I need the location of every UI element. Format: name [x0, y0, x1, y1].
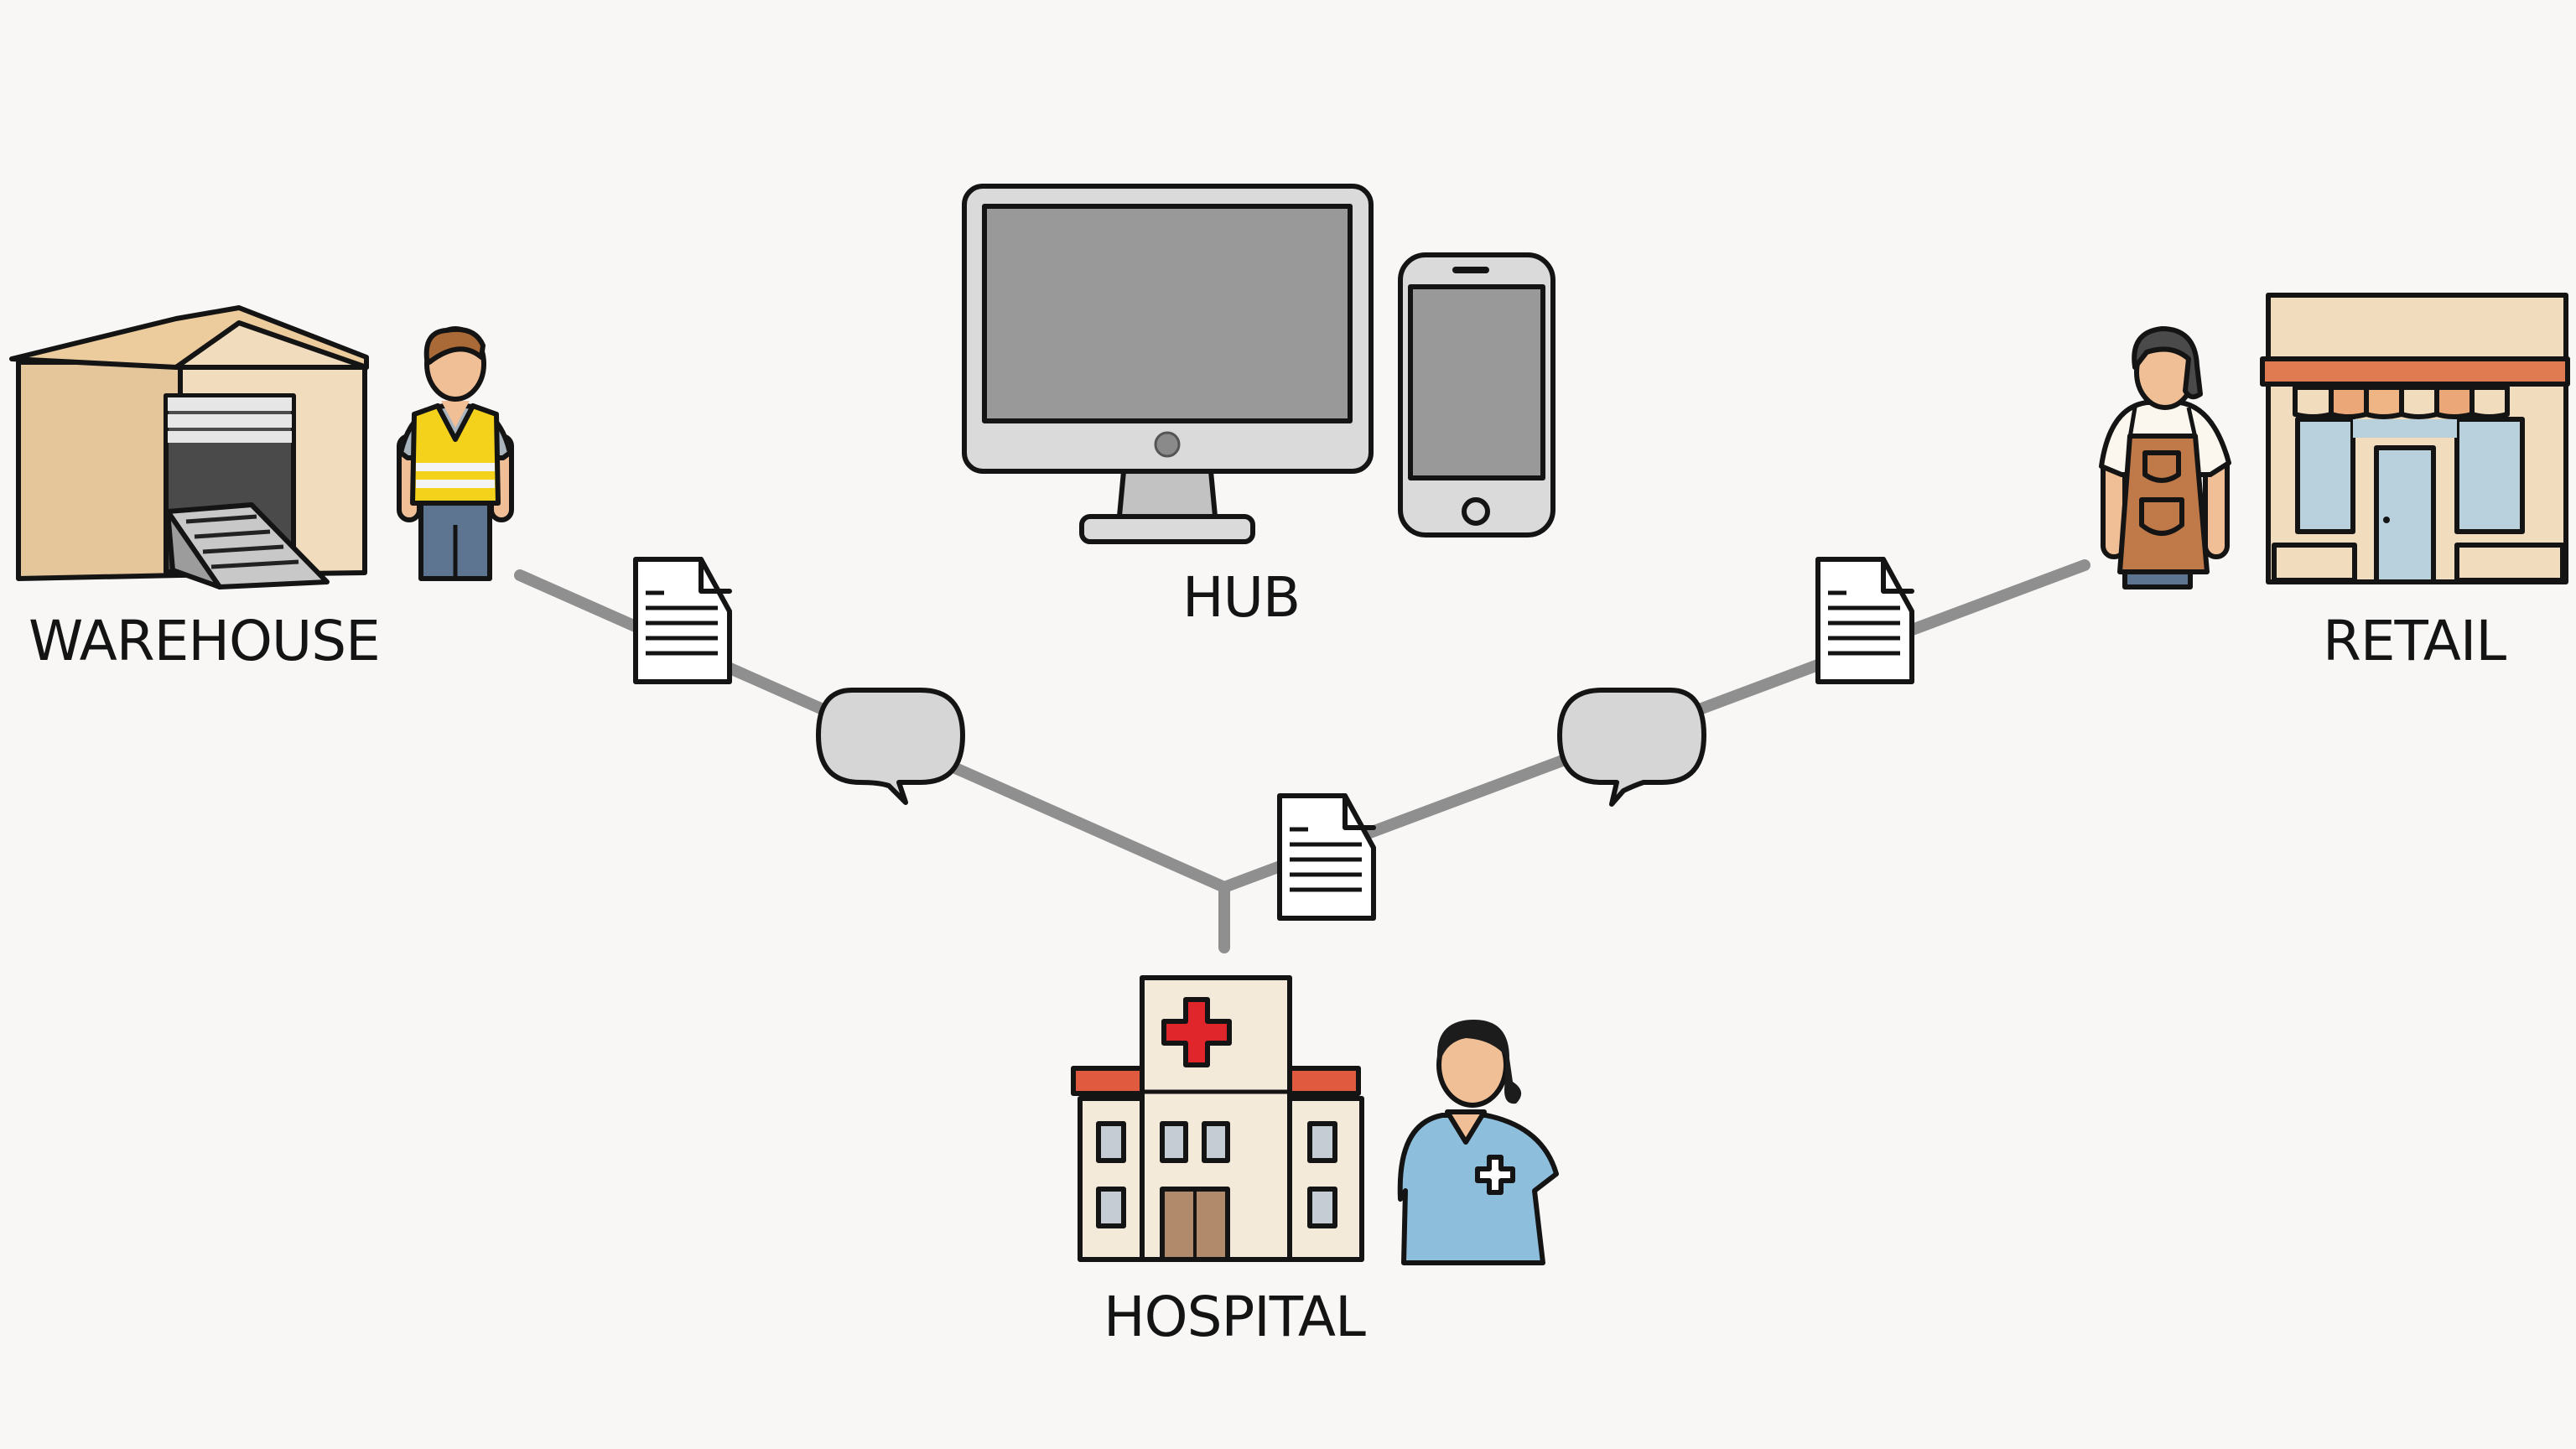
nurse-icon [1397, 1020, 1559, 1265]
retail-label: RETAIL [2323, 609, 2506, 673]
hospital-label: HOSPITAL [1104, 1285, 1366, 1349]
document-icon [633, 557, 732, 684]
document-icon [1277, 793, 1376, 921]
chat-bubble-icon [816, 688, 965, 805]
smartphone-icon [1398, 252, 1555, 538]
warehouse-label: WAREHOUSE [29, 609, 381, 673]
warehouse-building-icon [9, 305, 369, 589]
document-icon [1815, 557, 1914, 684]
retail-storefront-icon [2260, 293, 2570, 584]
warehouse-worker-icon [397, 326, 514, 581]
retail-worker-icon [2099, 326, 2231, 589]
hospital-building-icon [1071, 975, 1364, 1262]
chat-bubble-icon [1557, 688, 1706, 807]
hub-label: HUB [1182, 565, 1301, 630]
desktop-monitor-icon [962, 184, 1374, 544]
